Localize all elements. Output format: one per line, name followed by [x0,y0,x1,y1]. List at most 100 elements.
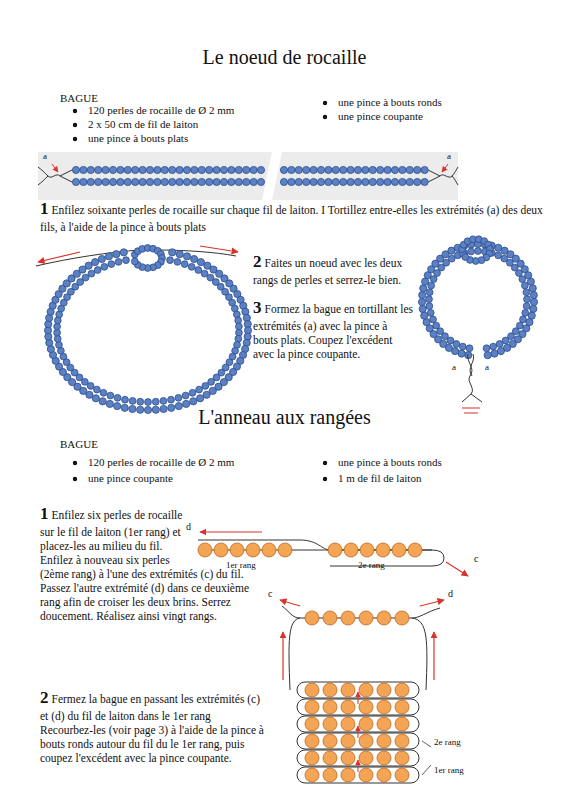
bead [524,296,531,303]
bead [191,178,198,185]
bead [235,178,242,185]
bead [483,345,490,352]
step-text: Enfilez six perles de rocaille sur le fi… [40,509,249,622]
bead [369,178,376,185]
direction-arrow [433,632,434,680]
bead [530,305,537,312]
bead [305,768,319,782]
bead [362,166,369,173]
bead [228,178,235,185]
step-number: 1 [40,504,49,523]
step-text: Faites un noeud avec les deux rangs de p… [253,257,402,286]
bead [246,543,260,557]
bead [198,543,212,557]
label: a [43,151,47,161]
bead [72,166,79,173]
bead [145,399,152,406]
bead [243,178,250,185]
wire [462,408,480,413]
bead [475,248,482,255]
bead [376,543,390,557]
bead [131,258,138,265]
bead [360,543,374,557]
wire [440,167,458,185]
bead [250,178,257,185]
bead [341,751,355,765]
bead [421,166,428,173]
wire [156,250,236,256]
bead [426,289,433,296]
bead [462,254,469,261]
bead [108,261,115,268]
wire [468,354,474,394]
bead [295,178,302,185]
bead [305,717,319,731]
bead [384,178,391,185]
bead [430,316,437,323]
bead [433,322,440,329]
bead [359,734,373,748]
bead [377,734,391,748]
bead [426,303,433,310]
bead [262,543,276,557]
bead [191,166,198,173]
list-item: une pince coupante [88,472,173,485]
step-text: Fermez la bague en passant les extrémité… [40,693,264,764]
bead [208,378,215,385]
bead [144,406,151,413]
bead [325,178,332,185]
bead [305,700,319,714]
bead [323,768,337,782]
bead [88,270,95,277]
bead [317,166,324,173]
bead [377,700,391,714]
bead [95,178,102,185]
direction-arrow [420,600,444,606]
bead [523,289,530,296]
label: 1er rang [434,765,464,775]
step-number: 1 [40,199,49,218]
bead [519,276,526,283]
bead [341,768,355,782]
bead [317,178,324,185]
bead [92,395,99,402]
bead [228,166,235,173]
bead [310,178,317,185]
bead [189,389,196,396]
direction-arrow [52,164,58,172]
bead [527,278,534,285]
bead [354,166,361,173]
bead [214,543,228,557]
bead [100,389,107,396]
bead [87,383,94,390]
bead [121,404,128,411]
bead [310,166,317,173]
bead [328,543,342,557]
bead [280,166,287,173]
bead [183,166,190,173]
bead [323,751,337,765]
bead [520,316,527,323]
bead [359,717,373,731]
bead [106,400,113,407]
bead [341,611,355,625]
bead [395,717,409,731]
bead [181,261,188,268]
bead [419,305,426,312]
list-item: 120 perles de rocaille de Ø 2 mm [88,104,234,117]
bead [139,178,146,185]
bead [303,178,310,185]
bead [521,282,528,289]
bead [341,717,355,731]
bead [230,543,244,557]
bead [377,717,391,731]
bead [99,398,106,405]
bead [332,178,339,185]
bead [359,700,373,714]
bead [183,178,190,185]
direction-arrow [442,164,448,172]
bead [288,166,295,173]
bead [427,309,434,316]
bead [139,166,146,173]
bead [369,166,376,173]
